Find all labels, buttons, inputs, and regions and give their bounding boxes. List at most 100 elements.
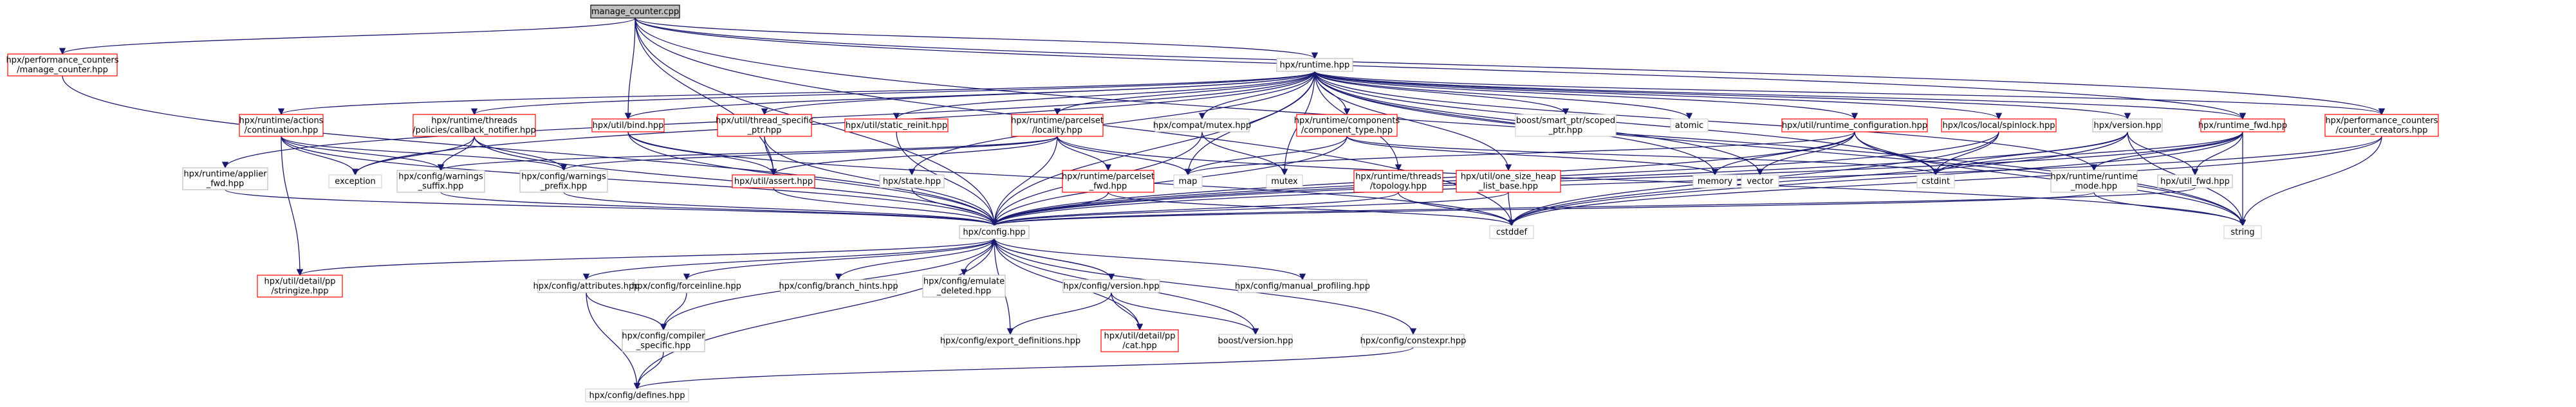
dependency-edge: [1107, 192, 1515, 227]
header-node[interactable]: hpx/util/detail/pp/cat.hpp: [1100, 329, 1179, 352]
node-label: cstddef: [1496, 228, 1528, 237]
header-node[interactable]: hpx/runtime/parcelset/locality.hpp: [1011, 114, 1104, 137]
node-box: [2200, 118, 2285, 132]
node-label: _ptr.hpp: [1548, 126, 1583, 136]
header-node[interactable]: hpx/runtime/applier_fwd.hpp: [182, 167, 268, 190]
dependency-edge: [561, 136, 1058, 172]
header-node[interactable]: hpx/performance_counters/counter_creator…: [2324, 114, 2439, 137]
header-node[interactable]: hpx/state.hpp: [879, 174, 945, 188]
dependency-edge: [278, 71, 1315, 116]
header-node[interactable]: hpx/config/warnings_suffix.hpp: [396, 170, 485, 193]
node-box: [1353, 170, 1443, 193]
dependency-edge: [2191, 131, 2243, 176]
dependency-edge: [1185, 131, 1855, 176]
node-box: [591, 118, 665, 132]
node-label: _specific.hpp: [636, 341, 691, 351]
header-node[interactable]: hpx/config/emulate_deleted.hpp: [922, 275, 1006, 298]
node-label: manage_counter.cpp: [591, 7, 679, 17]
header-node[interactable]: hpx/config/forceinline.hpp: [632, 279, 741, 293]
node-label: _suffix.hpp: [418, 182, 464, 192]
header-node: memory: [1692, 174, 1737, 188]
header-node[interactable]: hpx/config/warnings_prefix.hpp: [519, 170, 608, 193]
node-label: _deleted.hpp: [936, 287, 992, 296]
dependency-edge: [351, 71, 1315, 176]
dependency-edge: [281, 136, 445, 172]
header-node[interactable]: hpx/lcos/local/spinlock.hpp: [1941, 118, 2057, 132]
header-node[interactable]: hpx/util/runtime_configuration.hpp: [1781, 118, 1928, 132]
header-node[interactable]: hpx/util/detail/pp/stringize.hpp: [257, 275, 343, 298]
dependency-edge: [683, 238, 995, 281]
root-file-node: manage_counter.cpp: [590, 5, 680, 19]
node-box: [7, 53, 118, 77]
dependency-edge: [1184, 136, 1348, 176]
dependency-edge: [62, 75, 998, 227]
header-node[interactable]: hpx/util/bind.hpp: [591, 118, 665, 132]
header-node[interactable]: hpx/config.hpp: [959, 225, 1030, 239]
header-node[interactable]: hpx/runtime_fwd.hpp: [2198, 118, 2287, 132]
node-label: boost/version.hpp: [1218, 336, 1293, 346]
header-node[interactable]: hpx/runtime/runtime_mode.hpp: [2050, 170, 2138, 193]
dependency-edge: [281, 136, 359, 176]
dependency-edge: [1184, 71, 1315, 176]
dependency-edge: [281, 136, 998, 227]
node-box: [585, 388, 689, 402]
dependency-edge: [635, 17, 998, 227]
dependency-edge: [633, 238, 995, 390]
header-node[interactable]: hpx/config/attributes.hpp: [533, 279, 640, 293]
dependency-edge: [2239, 136, 2382, 227]
header-node[interactable]: hpx/config/export_definitions.hpp: [940, 334, 1080, 348]
header-node[interactable]: hpx/config/version.hpp: [1062, 279, 1160, 293]
dependency-edge: [624, 17, 636, 120]
dependency-edge: [1932, 131, 2243, 176]
dependency-edge: [1198, 71, 1315, 120]
node-label: _mode.hpp: [2070, 182, 2117, 192]
header-node[interactable]: hpx/util/static_reinit.hpp: [844, 118, 949, 132]
dependency-edge: [586, 292, 641, 390]
node-box: [1362, 334, 1465, 348]
dependency-edge: [625, 71, 1315, 120]
header-node[interactable]: hpx/util/thread_specific_ptr.hpp: [716, 114, 813, 137]
node-box: [879, 174, 945, 188]
node-label: /stringize.hpp: [271, 287, 328, 296]
node-box: [2050, 170, 2138, 193]
node-label: hpx/config/compiler: [622, 332, 705, 341]
header-node[interactable]: hpx/compat/mutex.hpp: [1153, 118, 1251, 132]
dependency-edge: [991, 187, 2196, 227]
node-label: /topology.hpp: [1370, 182, 1427, 192]
header-node[interactable]: hpx/runtime.hpp: [1276, 58, 1353, 72]
header-node[interactable]: hpx/util/one_size_heap_list_base.hpp: [1456, 170, 1561, 193]
header-node[interactable]: hpx/config/manual_profiling.hpp: [1235, 279, 1370, 293]
node-label: hpx/config/manual_profiling.hpp: [1235, 282, 1370, 291]
node-box: [717, 114, 812, 137]
dependency-edge: [1314, 71, 1512, 172]
node-label: hpx/util_fwd.hpp: [2160, 177, 2230, 186]
node-box: [1011, 114, 1104, 137]
header-node[interactable]: hpx/runtime/threads/policies/callback_no…: [412, 114, 536, 137]
header-node[interactable]: hpx/runtime/parcelset_fwd.hpp: [1062, 170, 1154, 193]
dependency-edge: [1314, 71, 1858, 120]
node-box: [1296, 114, 1398, 137]
header-node[interactable]: hpx/config/branch_hints.hpp: [779, 279, 898, 293]
dependency-edge: [634, 347, 1414, 390]
dependency-edge: [582, 238, 995, 281]
header-node[interactable]: hpx/util/assert.hpp: [732, 174, 815, 188]
node-box: [1941, 118, 2057, 132]
dependency-edge: [991, 192, 1509, 227]
header-node[interactable]: hpx/config/constexpr.hpp: [1360, 334, 1467, 348]
header-node[interactable]: hpx/config/compiler_specific.hpp: [622, 329, 705, 352]
dependency-edge: [990, 192, 1109, 227]
header-node[interactable]: hpx/util_fwd.hpp: [2157, 174, 2233, 188]
node-box: [1173, 174, 1203, 188]
dependency-edge: [635, 17, 1318, 60]
node-label: hpx/compat/mutex.hpp: [1153, 121, 1251, 131]
header-node[interactable]: hpx/runtime/actions/continuation.hpp: [239, 114, 324, 137]
node-label: hpx/util/runtime_configuration.hpp: [1782, 121, 1927, 131]
dependency-edge: [297, 238, 995, 276]
header-node[interactable]: hpx/performance_counters/manage_counter.…: [6, 53, 119, 77]
header-node[interactable]: hpx/version.hpp: [2092, 118, 2163, 132]
dependency-edge: [990, 237, 1112, 280]
dependency-edge: [773, 187, 998, 227]
header-node[interactable]: hpx/runtime/threads/topology.hpp: [1353, 170, 1443, 193]
dependency-edge: [991, 136, 2382, 227]
header-node[interactable]: hpx/runtime/components/component_type.hp…: [1294, 114, 1400, 137]
